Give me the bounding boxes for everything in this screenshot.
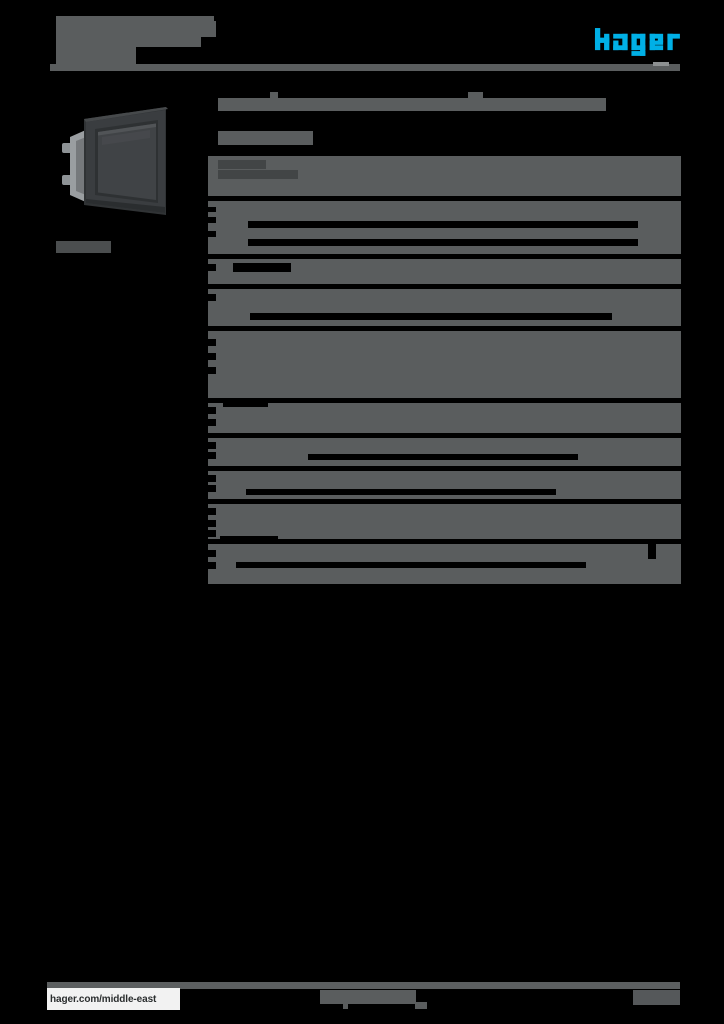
page-header bbox=[0, 0, 724, 92]
product-figure bbox=[46, 95, 196, 260]
table-row bbox=[208, 331, 681, 403]
table-row-background bbox=[208, 504, 681, 539]
table-row-gap bbox=[208, 196, 681, 201]
table-row-notch-b bbox=[208, 520, 216, 527]
footer-url-box[interactable]: hager.com/middle-east bbox=[47, 988, 180, 1010]
header-divider-marker bbox=[653, 62, 669, 66]
table-row-leader-1 bbox=[220, 536, 278, 539]
table-row-leader-1 bbox=[223, 403, 268, 407]
table-row-gap bbox=[208, 254, 681, 259]
table-row-gap bbox=[208, 398, 681, 403]
table-row-leader-1 bbox=[246, 489, 556, 495]
specification-table bbox=[208, 156, 681, 588]
page-title-line1-ascenders bbox=[56, 16, 214, 22]
table-row-notch-a bbox=[208, 264, 216, 271]
table-row bbox=[208, 544, 681, 588]
table-row-background bbox=[208, 403, 681, 433]
table-row-notch-a bbox=[208, 407, 216, 414]
table-row-value bbox=[218, 170, 298, 179]
page-title-line2 bbox=[56, 37, 136, 64]
table-row-notch-b bbox=[208, 485, 216, 492]
table-row-notch-b bbox=[208, 419, 216, 426]
footer-page-number bbox=[633, 990, 680, 1005]
table-row-gap bbox=[208, 466, 681, 471]
product-description bbox=[218, 98, 606, 111]
footer-center-descender-b bbox=[415, 1002, 427, 1009]
table-row-inner-gap bbox=[208, 207, 216, 212]
table-row bbox=[208, 471, 681, 504]
table-row-label bbox=[218, 160, 266, 169]
table-row-gap bbox=[208, 326, 681, 331]
table-row-background bbox=[208, 438, 681, 466]
product-description-ascender-a bbox=[270, 92, 278, 98]
table-row-gap bbox=[208, 433, 681, 438]
footer-center-text bbox=[320, 990, 416, 1004]
table-row-notch-a bbox=[208, 550, 216, 557]
table-row-background bbox=[208, 331, 681, 398]
footer-divider bbox=[47, 982, 680, 989]
product-description-ascender-b bbox=[468, 92, 483, 98]
table-row-leader-1 bbox=[233, 263, 291, 272]
table-row-leader-1 bbox=[248, 221, 638, 228]
table-row-leader-2 bbox=[248, 239, 638, 246]
table-row-gap bbox=[208, 284, 681, 289]
table-row bbox=[208, 201, 681, 259]
table-row-notch-b bbox=[208, 353, 216, 360]
table-row bbox=[208, 403, 681, 438]
table-row-notch-b bbox=[208, 562, 216, 569]
table-row-leader-1 bbox=[250, 313, 612, 320]
table-row-background bbox=[208, 289, 681, 326]
table-row bbox=[208, 504, 681, 544]
footer-url-link[interactable]: hager.com/middle-east bbox=[50, 993, 157, 1005]
page-title bbox=[56, 16, 231, 64]
table-row bbox=[208, 438, 681, 471]
table-row bbox=[208, 156, 681, 201]
table-row-gap bbox=[208, 499, 681, 504]
header-divider bbox=[50, 64, 680, 71]
table-row-leader-right bbox=[648, 544, 656, 559]
table-row-gap bbox=[208, 539, 681, 544]
product-reference bbox=[218, 131, 313, 145]
table-row-notch-a bbox=[208, 475, 216, 482]
table-row-notch-c bbox=[208, 367, 216, 374]
table-row-notch-b bbox=[208, 231, 216, 237]
table-row bbox=[208, 259, 681, 289]
table-row-notch-a bbox=[208, 294, 216, 301]
table-row-leader-1 bbox=[236, 562, 586, 568]
footer-center-descender-a bbox=[343, 1004, 348, 1009]
page-footer: hager.com/middle-east bbox=[0, 960, 724, 1024]
table-row-notch-a bbox=[208, 442, 216, 449]
table-row-notch-c bbox=[208, 530, 216, 537]
table-row-leader-1 bbox=[308, 454, 578, 460]
product-caption bbox=[56, 241, 111, 253]
page-title-line1 bbox=[56, 21, 216, 37]
hager-logo[interactable] bbox=[594, 26, 690, 56]
table-row-notch-a bbox=[208, 339, 216, 346]
product-photo bbox=[46, 95, 186, 240]
table-row-notch-b bbox=[208, 452, 216, 459]
table-row bbox=[208, 289, 681, 331]
table-row-notch-a bbox=[208, 508, 216, 515]
table-row-notch-a bbox=[208, 217, 216, 223]
